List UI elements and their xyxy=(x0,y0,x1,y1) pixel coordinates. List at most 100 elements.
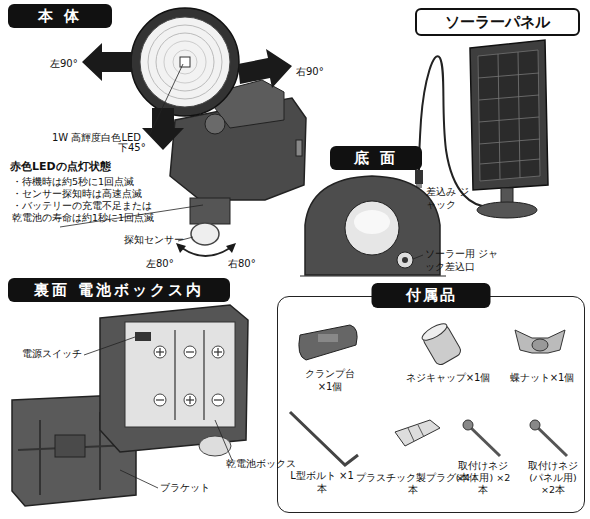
part-label: 取付けネジ (本体用) ×2本 xyxy=(452,460,514,496)
battery-box-part xyxy=(154,346,224,406)
light-body xyxy=(131,8,306,245)
solar-panel-part xyxy=(478,50,540,181)
rotation-arrow-part xyxy=(142,108,184,150)
battery-box-part-part xyxy=(212,346,224,358)
heading-text: 付属品 xyxy=(372,283,491,308)
part-label: 右90° xyxy=(296,66,324,79)
solar-panel-part-part xyxy=(479,117,539,122)
section-heading: 裏面 電池ボックス内 xyxy=(8,278,230,302)
battery-box-part xyxy=(84,337,232,488)
solar-panel-part-part xyxy=(498,54,500,179)
battery-box-part-part xyxy=(184,394,196,406)
battery-box-part-part xyxy=(217,348,218,356)
part-label: 差込み ジャック xyxy=(426,186,470,211)
part-label: 1W 高輝度白色LED xyxy=(52,132,141,145)
part-label: 下45° xyxy=(118,142,146,155)
heading-text: 裏面 電池ボックス内 xyxy=(34,281,204,300)
battery-box-part xyxy=(135,332,151,341)
rotation-arrow-part xyxy=(82,43,132,81)
part-label: ソーラー用 ジャック差込口 xyxy=(425,248,507,273)
accessory-parts xyxy=(290,321,567,465)
battery-box-part xyxy=(55,435,85,457)
light-body-part xyxy=(205,114,225,134)
bottom-view-part xyxy=(345,201,399,255)
solar-panel-part xyxy=(415,170,423,184)
battery-box-part-part xyxy=(120,470,158,488)
light-body-part xyxy=(296,140,302,156)
part-label: 探知センサー xyxy=(124,234,184,247)
part-label: クランプ台 ×1個 xyxy=(298,368,362,393)
battery-box-part-part xyxy=(154,346,166,358)
part-label: 蝶ナット×1個 xyxy=(500,372,584,385)
section-heading: ソーラーパネル xyxy=(415,8,580,36)
battery-box-part-part xyxy=(154,394,166,406)
part-label: 左80° xyxy=(146,258,174,271)
solar-panel-part-part xyxy=(478,73,539,78)
part-label: プラスチック製プラグ×4本 xyxy=(352,472,474,496)
accessory-parts-part-part xyxy=(418,425,424,437)
light-body-part xyxy=(148,25,222,99)
solar-panel-part xyxy=(478,52,540,179)
bottom-view-part xyxy=(413,255,423,259)
accessory-parts-part xyxy=(420,321,463,367)
bottom-view-part xyxy=(300,276,446,277)
rotation-arrow-part xyxy=(182,248,230,256)
battery-box-part xyxy=(100,305,248,452)
battery-box-part-part xyxy=(184,346,196,358)
solar-panel-part-part xyxy=(479,139,540,144)
light-body-part xyxy=(164,41,206,83)
solar-panel-part xyxy=(477,202,537,218)
part-label: ・センサー探知時は高速点滅 xyxy=(12,188,142,200)
heading-text: 本 体 xyxy=(38,7,82,26)
bottom-view-part xyxy=(305,176,440,275)
bottom-view xyxy=(300,176,446,276)
part-label: 電源スイッチ xyxy=(22,348,82,361)
light-body-part xyxy=(190,198,230,224)
part-label: ブラケット xyxy=(160,482,210,495)
bottom-view-part xyxy=(397,252,413,268)
battery-box-part-part xyxy=(212,394,224,406)
battery-box-part-part xyxy=(39,420,41,495)
rotation-arrow xyxy=(82,43,292,256)
battery-box-part-part xyxy=(203,330,204,420)
light-body-part xyxy=(180,57,190,67)
part-label: 乾電池ボックス xyxy=(226,458,296,471)
section-heading: 底 面 xyxy=(330,146,422,170)
accessory-parts-part xyxy=(290,412,358,465)
battery-box-part-part xyxy=(84,337,135,355)
heading-text: 底 面 xyxy=(354,149,398,168)
light-body-part xyxy=(156,33,214,91)
accessory-parts-part xyxy=(463,420,473,430)
part-label: ・待機時は約5秒に1回点滅 xyxy=(12,176,134,188)
accessory-parts-part xyxy=(515,330,565,353)
part-label: L型ボルト ×1本 xyxy=(290,470,354,495)
rotation-arrow-part xyxy=(238,49,292,88)
part-label: 取付けネジ (パネル用) ×2本 xyxy=(521,460,585,496)
solar-panel-part-part xyxy=(480,159,540,164)
battery-box-part xyxy=(156,330,222,420)
light-body-part xyxy=(131,8,239,116)
accessory-parts-part xyxy=(408,425,424,441)
battery-box-part-part xyxy=(159,348,160,356)
part-label: 左90° xyxy=(50,58,78,71)
accessory-parts-part-part xyxy=(420,321,449,344)
part-label: 赤色LEDの点灯状態 xyxy=(10,160,111,174)
battery-box-part-part xyxy=(215,420,232,460)
accessory-parts-part xyxy=(395,420,440,446)
battery-box-part-part xyxy=(214,399,222,400)
leader-line-part xyxy=(150,64,183,134)
solar-panel xyxy=(415,40,548,218)
heading-text: ソーラーパネル xyxy=(445,13,550,32)
accessory-parts-part xyxy=(535,425,567,456)
battery-box-part-part xyxy=(189,396,190,404)
accessory-parts-part-part xyxy=(408,428,414,441)
bottom-view-part xyxy=(354,210,390,234)
bottom-view-part xyxy=(402,257,408,263)
solar-panel-part-part xyxy=(518,52,520,178)
light-body-part xyxy=(173,50,197,74)
light-body-part xyxy=(140,17,230,107)
accessory-parts-part xyxy=(299,325,357,360)
solar-panel-part xyxy=(470,40,548,190)
